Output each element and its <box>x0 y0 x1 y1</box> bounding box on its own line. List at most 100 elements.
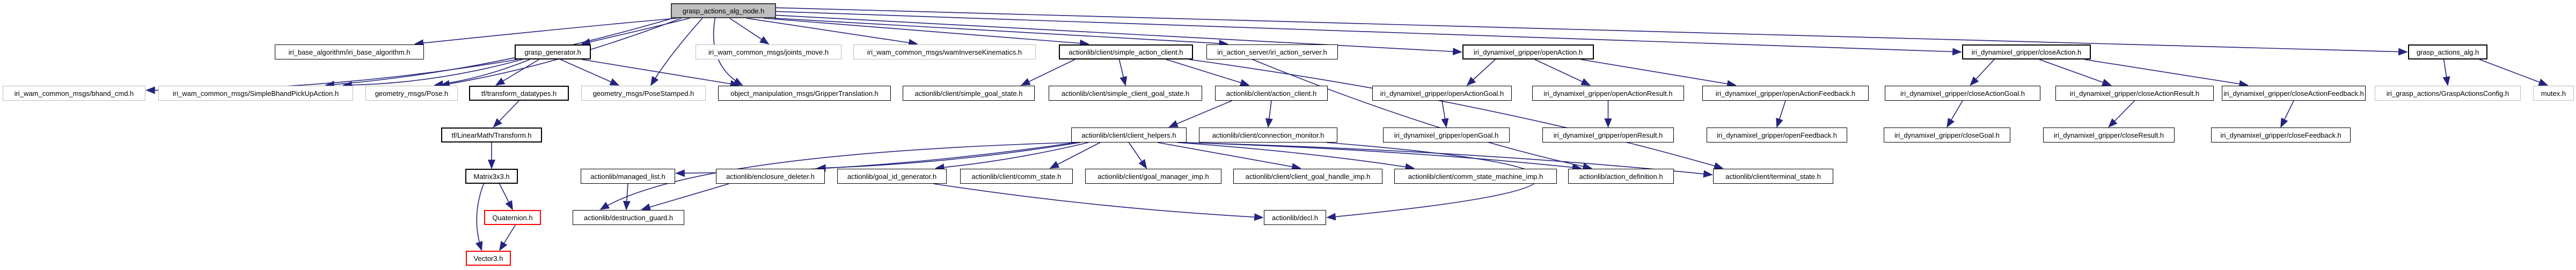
edge-sac-to-action_client <box>1166 59 1250 87</box>
edge-sac-to-simple_client_goal_state <box>1118 59 1128 86</box>
edge-root-to-closeAction <box>775 11 1962 56</box>
edge-root-to-ias <box>774 18 1228 48</box>
graph-node-goal_id_generator[interactable]: actionlib/goal_id_generator.h <box>837 169 947 184</box>
edge-client_helpers-to-goal_id_generator <box>934 142 1089 171</box>
graph-node-openActionGoal[interactable]: iri_dynamixel_gripper/openActionGoal.h <box>1372 86 1512 101</box>
graph-node-alg[interactable]: grasp_actions_alg.h <box>2408 44 2487 59</box>
graph-node-closeActionResult[interactable]: iri_dynamixel_gripper/closeActionResult.… <box>2055 86 2214 101</box>
edge-alg-to-config <box>2442 59 2450 86</box>
edge-tfdt-to-transform <box>493 100 519 128</box>
graph-node-client_goal_handle_imp[interactable]: actionlib/client/client_goal_handle_imp.… <box>1233 169 1382 184</box>
edge-closeActionResult-to-closeResult <box>2108 100 2135 128</box>
graph-node-grasp_generator[interactable]: grasp_generator.h <box>515 44 591 59</box>
graph-node-closeGoal[interactable]: iri_dynamixel_gripper/closeGoal.h <box>1884 128 2010 142</box>
edge-root-to-wamik <box>747 18 918 47</box>
graph-node-closeAction[interactable]: iri_dynamixel_gripper/closeAction.h <box>1962 44 2091 59</box>
graph-node-iri_base[interactable]: iri_base_algorithm/iri_base_algorithm.h <box>275 44 424 59</box>
graph-node-openActionFeedback[interactable]: iri_dynamixel_gripper/openActionFeedback… <box>1702 86 1869 101</box>
edge-client_helpers-to-goal_manager_imp <box>1128 142 1147 169</box>
edge-root-to-joints_move <box>729 18 770 44</box>
edge-managed_list-to-destruction_guard <box>623 183 631 211</box>
graph-node-comm_state[interactable]: actionlib/client/comm_state.h <box>960 169 1073 184</box>
graph-node-root[interactable]: grasp_actions_alg_node.h <box>671 3 776 18</box>
edge-client_helpers-to-client_goal_handle_imp <box>1158 142 1301 171</box>
graph-node-enclosure_deleter[interactable]: actionlib/enclosure_deleter.h <box>716 169 825 184</box>
edge-action_client-to-connection_monitor <box>1265 100 1273 128</box>
graph-node-openAction[interactable]: iri_dynamixel_gripper/openAction.h <box>1462 44 1594 59</box>
graph-node-decl[interactable]: actionlib/decl.h <box>1264 210 1326 225</box>
edge-grasp_generator-to-gripper_translation <box>581 59 740 88</box>
graph-node-gripper_translation[interactable]: object_manipulation_msgs/GripperTranslat… <box>718 86 891 101</box>
graph-node-transform[interactable]: tf/LinearMath/Transform.h <box>441 128 542 142</box>
edge-root-to-sac <box>763 18 1089 47</box>
edge-grasp_generator-to-sbpua <box>342 59 523 89</box>
graph-node-joints_move[interactable]: iri_wam_common_msgs/joints_move.h <box>696 44 841 59</box>
graph-node-openActionResult[interactable]: iri_dynamixel_gripper/openActionResult.h <box>1532 86 1684 101</box>
graph-node-destruction_guard[interactable]: actionlib/destruction_guard.h <box>573 210 684 225</box>
edge-client_helpers-to-terminal_state <box>1185 142 1713 178</box>
graph-node-closeResult[interactable]: iri_dynamixel_gripper/closeResult.h <box>2043 128 2175 142</box>
edge-closeAction-to-closeActionGoal <box>1970 59 1995 86</box>
edge-closeActionGoal-to-closeGoal <box>1946 100 1963 128</box>
graph-node-quaternion[interactable]: Quaternion.h <box>484 210 541 225</box>
edge-matrix-to-vector3 <box>475 183 485 251</box>
graph-node-mutex[interactable]: mutex.h <box>2533 86 2574 101</box>
edge-client_helpers-to-comm_state <box>1049 142 1101 169</box>
graph-node-simple_client_goal_state[interactable]: actionlib/client/simple_client_goal_stat… <box>1049 86 1202 101</box>
edge-matrix-to-quaternion <box>499 183 513 211</box>
edge-root-to-alg <box>775 7 2408 56</box>
edge-alg-to-mutex <box>2479 59 2549 86</box>
edge-openActionGoal-to-openGoal <box>1441 100 1449 128</box>
edge-root-to-pose <box>440 18 682 88</box>
edge-root-to-posestamped <box>650 18 703 86</box>
edge-client_helpers-to-action_definition <box>1183 142 1582 171</box>
graph-node-sbpua[interactable]: iri_wam_common_msgs/SimpleBhandPickUpAct… <box>158 86 353 101</box>
edge-root-to-sbpua <box>325 18 674 88</box>
graph-node-bhand_cmd[interactable]: iri_wam_common_msgs/bhand_cmd.h <box>3 86 145 101</box>
graph-node-tfdt[interactable]: tf/transform_datatypes.h <box>469 86 569 101</box>
graph-node-ias[interactable]: iri_action_server/iri_action_server.h <box>1206 44 1338 59</box>
edge-root-to-iri_base <box>414 18 677 47</box>
graph-node-terminal_state[interactable]: actionlib/client/terminal_state.h <box>1713 169 1833 184</box>
edge-goal_id_generator-to-decl <box>933 183 1264 221</box>
edge-closeAction-to-closeActionFeedback <box>2084 59 2249 88</box>
graph-node-connection_monitor[interactable]: actionlib/client/connection_monitor.h <box>1199 128 1337 142</box>
graph-node-openGoal[interactable]: iri_dynamixel_gripper/openGoal.h <box>1383 128 1510 142</box>
edge-client_helpers-to-destruction_guard <box>599 142 1074 210</box>
edge-closeAction-to-closeActionResult <box>2039 59 2112 86</box>
graph-node-closeActionFeedback[interactable]: iri_dynamixel_gripper/closeActionFeedbac… <box>2222 86 2366 101</box>
graph-node-goal_manager_imp[interactable]: actionlib/client/goal_manager_imp.h <box>1085 169 1221 184</box>
graph-node-posestamped[interactable]: geometry_msgs/PoseStamped.h <box>581 86 706 101</box>
graph-node-closeActionGoal[interactable]: iri_dynamixel_gripper/closeActionGoal.h <box>1885 86 2040 101</box>
graph-node-vector3[interactable]: Vector3.h <box>466 251 511 266</box>
graph-node-closeFeedback[interactable]: iri_dynamixel_gripper/closeFeedback.h <box>2211 128 2351 142</box>
graph-node-comm_state_machine_imp[interactable]: actionlib/client/comm_state_machine_imp.… <box>1394 169 1557 184</box>
graph-node-managed_list[interactable]: actionlib/managed_list.h <box>581 169 675 184</box>
graph-node-openResult[interactable]: iri_dynamixel_gripper/openResult.h <box>1542 128 1674 142</box>
edge-client_helpers-to-enclosure_deleter <box>816 142 1081 172</box>
graph-node-action_client[interactable]: actionlib/client/action_client.h <box>1215 86 1328 101</box>
graph-node-sac[interactable]: actionlib/client/simple_action_client.h <box>1059 44 1193 59</box>
edge-closeActionFeedback-to-closeFeedback <box>2280 100 2294 128</box>
edge-grasp_generator-to-pose <box>434 59 530 88</box>
graph-node-config[interactable]: iri_grasp_actions/GraspActionsConfig.h <box>2375 86 2521 101</box>
edge-openAction-to-openActionResult <box>1534 59 1591 86</box>
edge-sac-to-simple_goal_state <box>1020 59 1075 86</box>
edge-openActionFeedback-to-openFeedback <box>1776 100 1786 128</box>
edge-quaternion-to-vector3 <box>499 224 516 251</box>
edge-sac-to-terminal_state <box>1189 59 1724 170</box>
edge-openAction-to-openActionFeedback <box>1580 59 1737 88</box>
graph-node-pose[interactable]: geometry_msgs/Pose.h <box>365 86 458 101</box>
graph-node-action_definition[interactable]: actionlib/action_definition.h <box>1568 169 1674 184</box>
graph-node-wamik[interactable]: iri_wam_common_msgs/wamInverseKinematics… <box>853 44 1036 59</box>
graph-node-simple_goal_state[interactable]: actionlib/client/simple_goal_state.h <box>903 86 1035 101</box>
graph-node-client_helpers[interactable]: actionlib/client/client_helpers.h <box>1071 128 1187 142</box>
edge-client_helpers-to-comm_state_machine_imp <box>1177 142 1415 171</box>
edge-ias-to-action_definition <box>1252 59 1593 170</box>
edge-root-to-grasp_generator <box>581 18 690 46</box>
edge-grasp_generator-to-posestamped <box>560 59 620 86</box>
graph-node-openFeedback[interactable]: iri_dynamixel_gripper/openFeedback.h <box>1707 128 1847 142</box>
graph-node-matrix[interactable]: Matrix3x3.h <box>465 169 518 184</box>
edge-grasp_generator-to-tfdt <box>495 59 539 86</box>
